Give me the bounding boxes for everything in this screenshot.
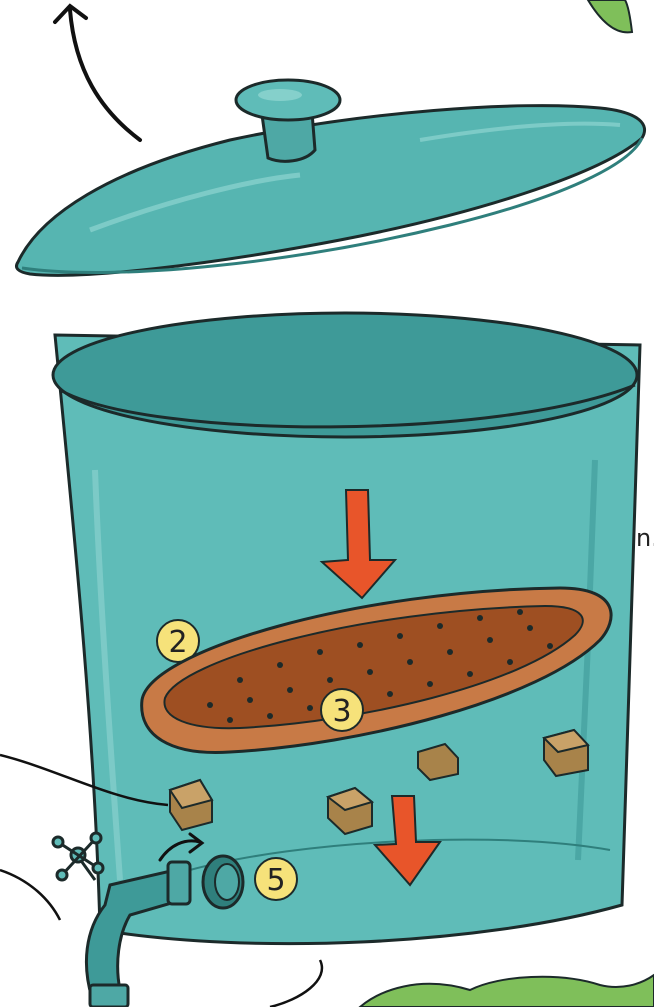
step-3-label: 3 bbox=[332, 694, 351, 729]
lift-lid-arrow bbox=[55, 6, 140, 140]
step-2-label: 2 bbox=[168, 625, 187, 660]
outlet-icon bbox=[203, 856, 243, 908]
tap-handle bbox=[53, 833, 103, 880]
step-5-badge: 5 bbox=[255, 858, 297, 900]
step-5-label: 5 bbox=[266, 863, 285, 898]
step-3-badge: 3 bbox=[321, 689, 363, 731]
wooden-block-icon bbox=[544, 730, 588, 776]
lid-icon bbox=[17, 106, 645, 276]
margin-text-fragment: n. bbox=[636, 524, 654, 552]
leaf-icon bbox=[588, 0, 632, 32]
leaf-icon bbox=[360, 975, 654, 1007]
